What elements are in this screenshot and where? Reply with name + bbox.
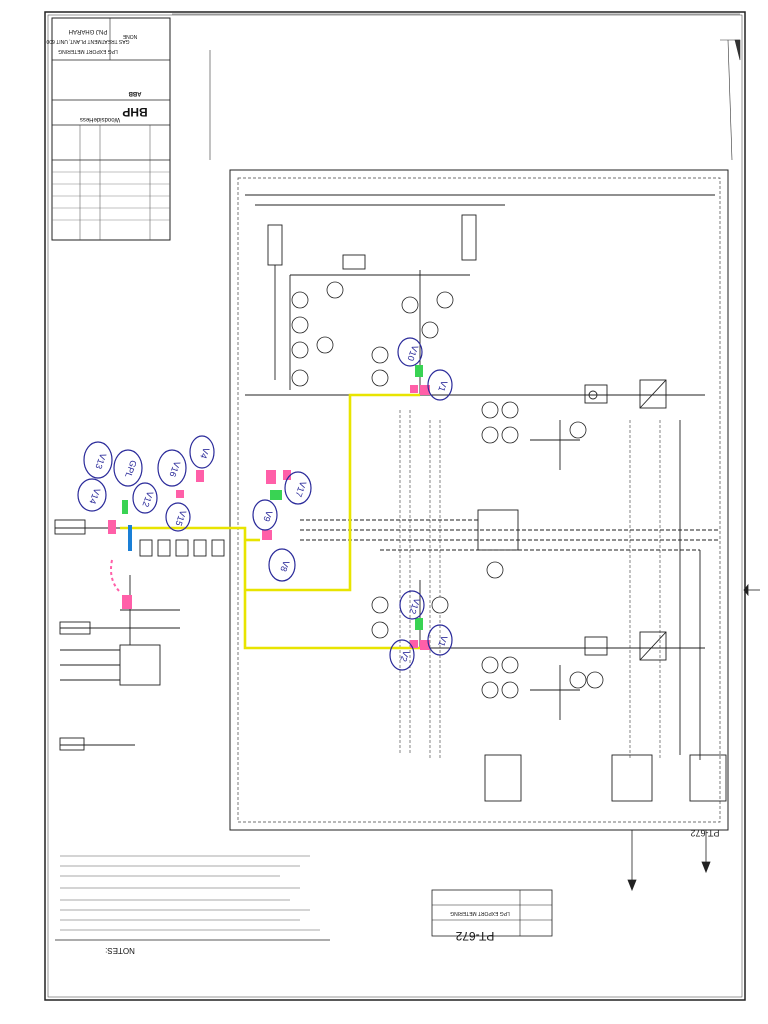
title-block: PNJ GHARAH GAS TREATMENT PLANT, UNIT 600…	[46, 17, 171, 241]
drawing-number: PT-672	[455, 929, 494, 943]
contractor2-logo: WoodsideHess	[80, 116, 120, 122]
title-line-1: PNJ GHARAH	[69, 28, 108, 34]
valve-tag-label: V17	[293, 480, 308, 498]
contractor-logo: ABB	[128, 90, 142, 96]
drawing-number-block: PT-672 LPG EXPORT METERING	[431, 889, 553, 943]
signal-lines	[399, 410, 661, 760]
sheet-border	[44, 11, 746, 1001]
title-line-3: LPG EXPORT METERING	[58, 48, 118, 54]
flow-computer-box	[300, 420, 720, 760]
valve-tag-label: V14	[87, 487, 102, 505]
meter-run-a	[245, 214, 705, 470]
sheet-inner-border	[47, 14, 743, 998]
top-header-strips	[172, 13, 741, 161]
highlighted-flow-path	[120, 393, 420, 650]
valve-tag-labels: V13 V14 GPL V16 V15 V12 V17 V4 V9 V8 V10…	[87, 344, 449, 663]
client-logo: BHP	[122, 105, 147, 119]
valve-tag-label: V13	[93, 452, 108, 470]
valve-tag-label: V15	[173, 509, 188, 527]
exit-arrows	[627, 583, 760, 892]
valve-tag-label: V16	[167, 460, 182, 478]
valve-tag-label: V4	[198, 446, 211, 460]
valve-markers	[108, 365, 430, 650]
title-line-2: GAS TREATMENT PLANT, UNIT 600	[46, 38, 129, 44]
valve-tag-label: V12	[140, 490, 155, 508]
valve-tag-label: V10	[405, 344, 420, 362]
bottom-block-title: LPG EXPORT METERING	[450, 910, 510, 916]
valve-tag-label: V1	[436, 379, 449, 393]
notes-block: NOTES:	[55, 855, 330, 955]
process-frame	[229, 169, 729, 831]
border-drawing-number: PT-672	[690, 828, 719, 838]
valve-tag-label: V1	[436, 634, 449, 648]
inlet-manifold	[54, 519, 238, 751]
notes-heading: NOTES:	[105, 946, 135, 955]
title-block-note: NONE	[122, 33, 137, 39]
valve-tag-label: V8	[278, 559, 291, 573]
valve-tag-label: V9	[261, 509, 274, 523]
valve-tag-label: V2	[398, 649, 411, 663]
valve-tag-label: GPL	[123, 459, 139, 479]
instrument-bubbles	[291, 281, 604, 699]
valve-tag-circles	[77, 337, 453, 671]
